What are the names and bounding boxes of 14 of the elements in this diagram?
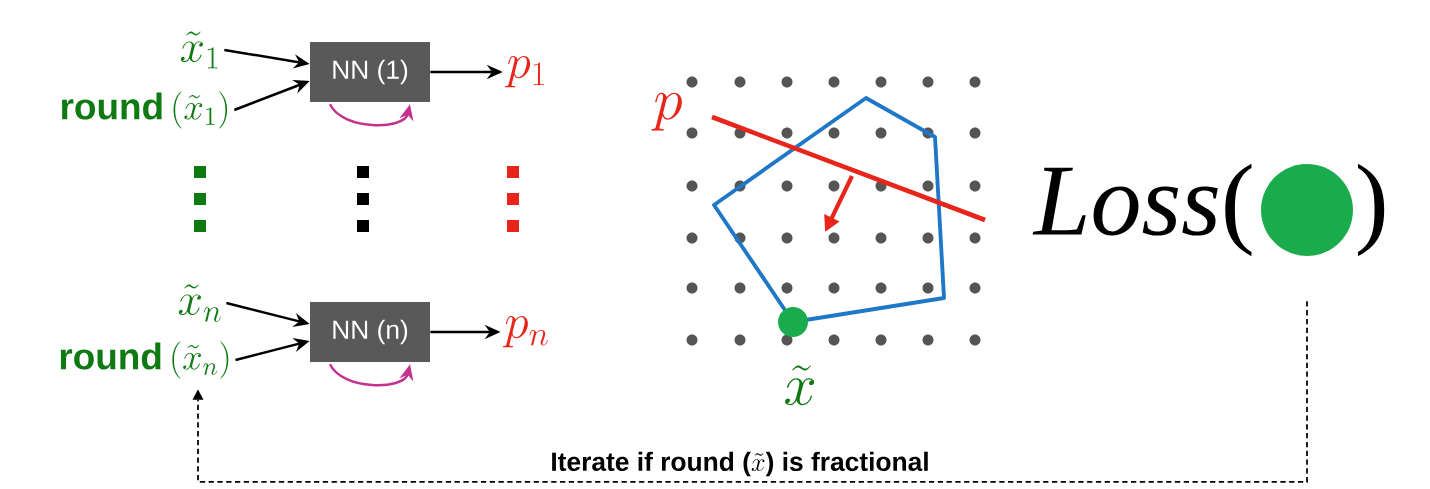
line-label: $p$ (651, 92, 682, 131)
variable-label: $\tilde{x}_n$ (178, 284, 221, 322)
network-box: NN (n) (310, 302, 430, 362)
rounded-variable-label: $\textbf{round}\left(\tilde{x}_1\right)$ (62, 91, 228, 129)
output-label: $p_n$ (502, 316, 548, 348)
solution-dot (1261, 164, 1353, 256)
network-box: NN (1) (310, 42, 430, 102)
point-label: $\tilde{x}$ (785, 365, 815, 406)
rounded-variable-label: $\textbf{round}\left(\tilde{x}_n\right)$ (60, 341, 229, 379)
loss-expression: Loss( ) (1032, 163, 1385, 257)
output-label: $p_1$ (505, 56, 544, 88)
edge-label: $\textbf{Iterate if round (}\tilde{x}\textbf{) is fractional}$ (552, 451, 928, 477)
variable-label: $\tilde{x}_1$ (180, 31, 218, 69)
feedback-arrow (192, 300, 1308, 483)
